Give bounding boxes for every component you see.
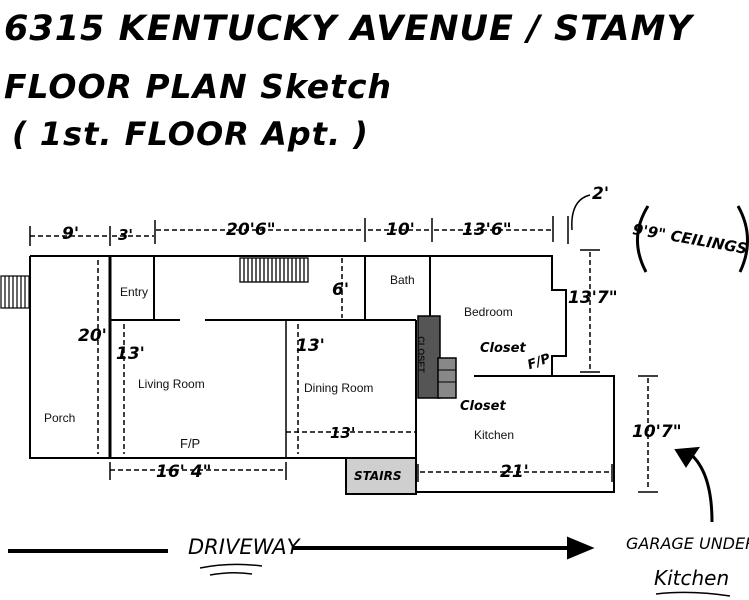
room-bath: Bath (390, 273, 415, 287)
offset-arrow (571, 194, 591, 231)
garage-label-line2: Kitchen (654, 566, 730, 590)
kitchen-underline (655, 591, 731, 597)
top-dimension-ticks (29, 216, 569, 246)
closet-tall (417, 315, 441, 399)
dim-living-depth: 13' (116, 344, 145, 364)
closet-lower-label: Closet (460, 399, 506, 414)
dim-bath-width: 10' (386, 220, 415, 240)
dim-bedroom-depth: 13'7" (568, 288, 618, 308)
bottom-dimension-ticks (109, 462, 613, 482)
title-first-floor: ( 1st. FLOOR Apt. ) (12, 115, 369, 153)
ceiling-paren-right (736, 205, 749, 273)
radiator (239, 257, 309, 283)
dim-main-width: 20'6" (226, 220, 276, 240)
closet-vertical-label: CLOSET (415, 336, 426, 373)
room-porch: Porch (44, 411, 76, 425)
dim-dining-depth: 13' (296, 336, 325, 356)
dim-kitchen-width: 21' (500, 462, 529, 482)
dim-entry-depth: 6' (332, 280, 350, 300)
vertical-dimension-ticks (580, 249, 658, 493)
driveway-label: DRIVEWAY (188, 535, 300, 559)
closet-upper-label: Closet (480, 341, 526, 356)
dim-kitchen-depth: 10'7" (632, 422, 682, 442)
vertical-dimension-lines (97, 252, 649, 490)
room-kitchen: Kitchen (474, 428, 515, 442)
dim-entry-width: 3' (118, 226, 134, 244)
title-address: 6315 KENTUCKY AVENUE / STAMY (4, 9, 693, 49)
dim-porch-width: 9' (62, 224, 80, 244)
driveway-arrowhead (567, 536, 595, 560)
garage-arrowhead (674, 446, 700, 468)
room-living: Living Room (138, 377, 205, 391)
driveway-underline-2 (209, 571, 253, 576)
driveway-underline (199, 563, 263, 569)
fireplace-living: F/P (180, 436, 201, 451)
dim-living-width: 16' 4" (156, 462, 212, 482)
stairs-box (345, 457, 417, 495)
closet-small (437, 357, 457, 399)
dim-offset: 2' (592, 184, 610, 204)
room-bedroom: Bedroom (464, 305, 513, 319)
room-dining: Dining Room (304, 381, 374, 395)
bottom-dimension-lines (110, 431, 612, 473)
room-entry: Entry (120, 285, 149, 299)
ceiling-paren-left (636, 205, 650, 273)
garage-arrow-curve (687, 450, 714, 523)
porch-steps (0, 275, 30, 309)
garage-label-line1: GARAGE UNDER (626, 534, 749, 553)
dim-bedroom-width: 13'6" (462, 220, 512, 240)
dim-house-depth: 20' (78, 326, 107, 346)
stairs-label: STAIRS (354, 469, 402, 483)
top-dimension-lines (30, 229, 552, 237)
outer-wall (29, 255, 615, 493)
title-floor-plan: FLOOR PLAN Sketch (4, 67, 393, 106)
dim-dining-width: 13' (330, 424, 356, 442)
